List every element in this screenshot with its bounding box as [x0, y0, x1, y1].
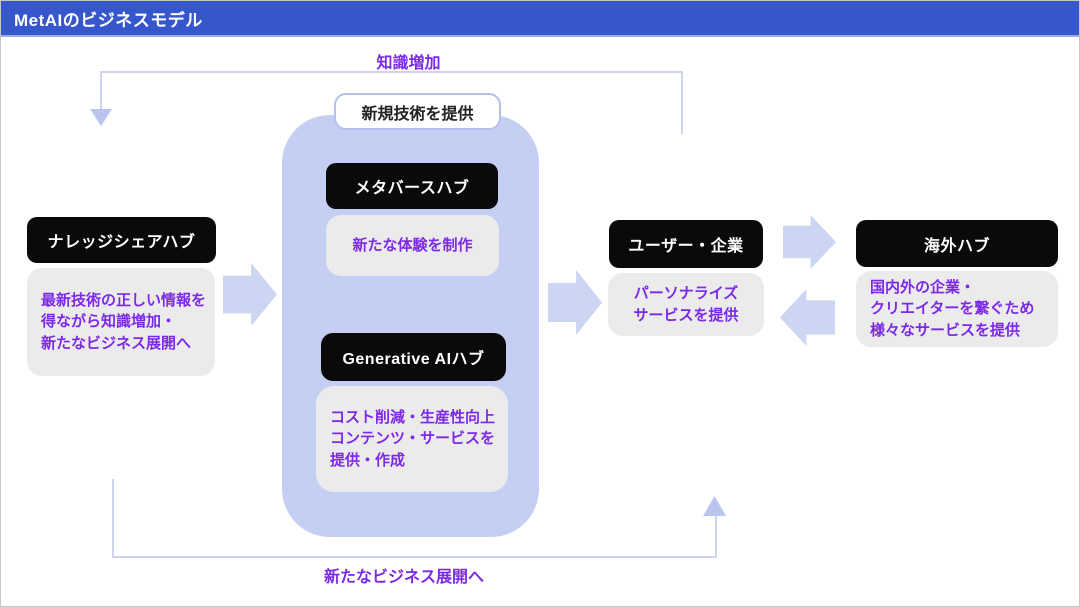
- page-title: MetAIのビジネスモデル: [14, 10, 203, 30]
- bottom-connector-line-left-vertical: [112, 479, 114, 558]
- overseas-hub-pill: 海外ハブ: [856, 220, 1058, 267]
- generative-ai-hub-pill: Generative AIハブ: [321, 333, 506, 381]
- metaverse-hub-pill: メタバースハブ: [326, 163, 498, 209]
- metaverse-hub-desc: 新たな体験を制作: [326, 215, 499, 276]
- arrowhead-up-icon: [703, 496, 726, 516]
- arrow-left-icon: [780, 289, 835, 346]
- top-connector-line-right-vertical: [681, 71, 683, 134]
- top-connector-line-left-vertical: [100, 71, 102, 110]
- bottom-connector-line-right-vertical: [715, 515, 717, 558]
- arrow-right-icon: [548, 270, 602, 335]
- overseas-hub-desc: 国内外の企業・ クリエイターを繋ぐため 様々なサービスを提供: [856, 271, 1058, 347]
- users-companies-pill: ユーザー・企業: [609, 220, 763, 268]
- users-companies-desc: パーソナライズ サービスを提供: [608, 273, 764, 336]
- title-bar: MetAIのビジネスモデル: [1, 1, 1079, 37]
- provide-new-tech-badge: 新規技術を提供: [334, 93, 501, 130]
- bottom-connector-line-horizontal: [112, 556, 717, 558]
- knowledge-share-hub-desc: 最新技術の正しい情報を 得ながら知識増加・ 新たなビジネス展開へ: [27, 268, 215, 376]
- flow-label-new-business: 新たなビジネス展開へ: [323, 569, 484, 586]
- arrow-right-icon: [783, 215, 836, 269]
- generative-ai-hub-desc: コスト削減・生産性向上 コンテンツ・サービスを 提供・作成: [316, 386, 508, 492]
- arrowhead-down-icon: [90, 109, 112, 126]
- arrow-right-icon: [223, 263, 277, 326]
- top-connector-line-horizontal: [100, 71, 683, 73]
- flow-label-knowledge-increase: 知識増加: [376, 55, 441, 72]
- knowledge-share-hub-pill: ナレッジシェアハブ: [27, 217, 216, 263]
